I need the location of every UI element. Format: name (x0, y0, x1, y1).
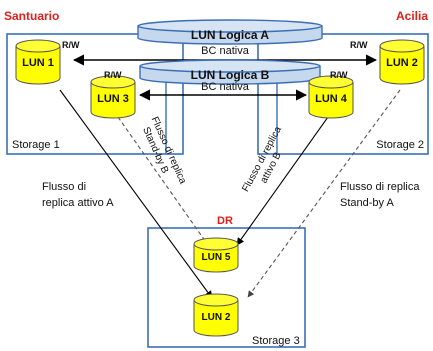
flow-active-a-label-1: Flusso di (42, 181, 86, 193)
storage-3-label: Storage 3 (252, 335, 300, 347)
lun-3-label: LUN 3 (97, 93, 129, 105)
lun-1-cylinder (15, 39, 61, 85)
storage-1-label: Storage 1 (12, 139, 60, 151)
bc-nativa-a-label: BC nativa (201, 45, 250, 57)
flow-active-a-label-2: replica attivo A (42, 197, 114, 209)
lun-1-label: LUN 1 (22, 57, 54, 69)
lun-2-bottom-label: LUN 2 (202, 312, 231, 323)
storage-3-box (147, 227, 306, 348)
site-label-right: Acilia (396, 9, 428, 23)
rw-label-lun2: R/W (350, 40, 368, 50)
rw-label-lun4: R/W (330, 70, 348, 80)
logical-lun-a-title: LUN Logica A (191, 28, 270, 42)
site-label-left: Santuario (4, 9, 59, 23)
flow-standby-b (117, 116, 209, 246)
flow-active-b (236, 116, 329, 246)
rw-label-lun1: R/W (62, 40, 80, 50)
lun-2-right-cylinder (379, 39, 425, 85)
lun-4-cylinder (308, 75, 354, 119)
lun-4-label: LUN 4 (315, 93, 348, 105)
bc-nativa-b-label: BC nativa (201, 81, 250, 93)
logical-lun-a (137, 19, 323, 45)
lun-5-label: LUN 5 (202, 252, 231, 263)
lun-5-cylinder (193, 237, 239, 273)
lun-2-right-label: LUN 2 (386, 57, 418, 69)
lun-2-bottom-cylinder (193, 293, 239, 337)
flow-active-a (59, 89, 213, 299)
site-label-dr: DR (217, 215, 233, 227)
lun-3-cylinder (90, 75, 136, 119)
flow-standby-a (247, 89, 401, 298)
logical-lun-b-title: LUN Logica B (191, 68, 270, 82)
storage-2-label: Storage 2 (376, 139, 424, 151)
flow-standby-a-label-2: Stand-by A (340, 197, 394, 209)
rw-label-lun3: R/W (104, 70, 122, 80)
flow-standby-a-label-1: Flusso di replica (340, 181, 420, 193)
